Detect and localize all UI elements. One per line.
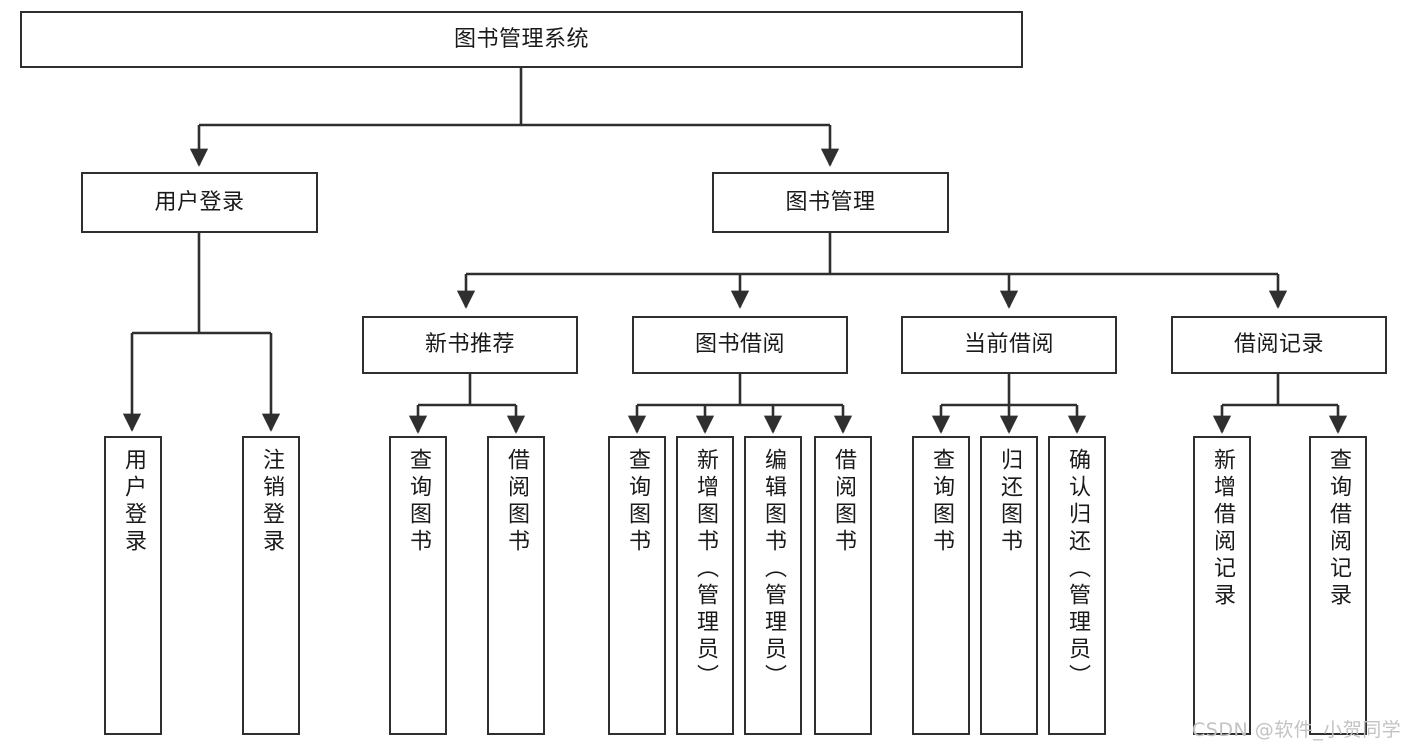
node-borrow-record[interactable]: 借阅记录 — [1171, 316, 1387, 374]
leaf-return-book[interactable]: 归还图书 — [980, 436, 1038, 735]
leaf-user-login[interactable]: 用户登录 — [104, 436, 162, 735]
node-user-login[interactable]: 用户登录 — [81, 172, 318, 233]
node-label: 当前借阅 — [963, 332, 1054, 358]
leaf-query-borrow-record[interactable]: 查询借阅记录 — [1309, 436, 1367, 735]
leaf-query-book[interactable]: 查询图书 — [608, 436, 666, 735]
node-label: 编辑图书（管理员） — [761, 448, 786, 691]
node-label: 图书管理系统 — [453, 26, 589, 52]
node-root-system[interactable]: 图书管理系统 — [20, 11, 1023, 68]
node-book-management[interactable]: 图书管理 — [712, 172, 949, 233]
node-label: 用户登录 — [121, 448, 146, 556]
node-current-borrow[interactable]: 当前借阅 — [901, 316, 1117, 374]
leaf-add-book-admin[interactable]: 新增图书（管理员） — [676, 436, 734, 735]
node-label: 查询图书 — [929, 448, 954, 556]
node-label: 确认归还（管理员） — [1065, 448, 1090, 691]
node-label: 归还图书 — [997, 448, 1022, 556]
watermark-text: CSDN @软件_小贺同学 — [1192, 719, 1402, 741]
leaf-add-borrow-record[interactable]: 新增借阅记录 — [1193, 436, 1251, 735]
node-label: 用户登录 — [154, 189, 245, 215]
leaf-borrow-book[interactable]: 借阅图书 — [814, 436, 872, 735]
leaf-query-book-current[interactable]: 查询图书 — [912, 436, 970, 735]
leaf-edit-book-admin[interactable]: 编辑图书（管理员） — [744, 436, 802, 735]
node-label: 新增图书（管理员） — [693, 448, 718, 691]
node-label: 借阅图书 — [504, 448, 529, 556]
leaf-confirm-return-admin[interactable]: 确认归还（管理员） — [1048, 436, 1106, 735]
leaf-logout[interactable]: 注销登录 — [242, 436, 300, 735]
leaf-borrow-book-recommend[interactable]: 借阅图书 — [487, 436, 545, 735]
leaf-query-book-recommend[interactable]: 查询图书 — [389, 436, 447, 735]
node-label: 图书管理 — [785, 189, 876, 215]
node-label: 注销登录 — [259, 448, 284, 556]
node-label: 借阅记录 — [1233, 332, 1324, 358]
node-label: 新书推荐 — [424, 332, 515, 358]
node-label: 查询图书 — [625, 448, 650, 556]
node-label: 查询借阅记录 — [1326, 448, 1351, 610]
node-label: 借阅图书 — [831, 448, 856, 556]
node-book-borrow[interactable]: 图书借阅 — [632, 316, 848, 374]
node-new-book-recommend[interactable]: 新书推荐 — [362, 316, 578, 374]
node-label: 新增借阅记录 — [1210, 448, 1235, 610]
node-label: 查询图书 — [406, 448, 431, 556]
node-label: 图书借阅 — [694, 332, 785, 358]
